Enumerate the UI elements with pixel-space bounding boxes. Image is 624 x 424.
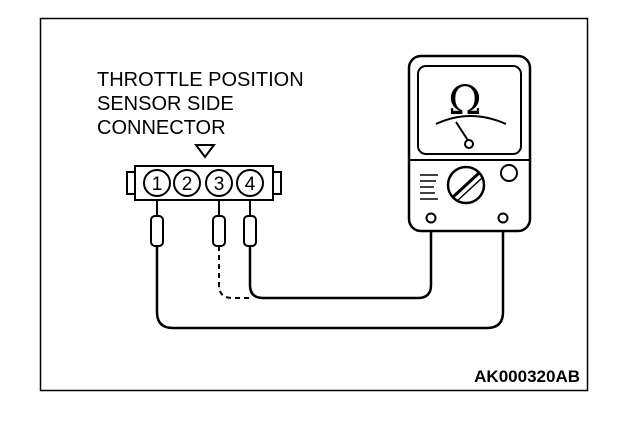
connector-pointer-icon bbox=[194, 144, 216, 159]
probe-pin-1 bbox=[150, 215, 164, 247]
probe-pin-4 bbox=[243, 215, 257, 247]
range-marks bbox=[420, 174, 438, 200]
ohmmeter: Ω bbox=[407, 54, 532, 233]
pin-3-circle bbox=[205, 169, 233, 197]
lead-pin-1 bbox=[155, 222, 505, 330]
connector bbox=[126, 165, 282, 201]
connector-title-line-1: THROTTLE POSITION bbox=[97, 69, 304, 91]
connector-title-line-2: SENSOR SIDE bbox=[97, 93, 234, 115]
lead-pin-4 bbox=[248, 222, 433, 300]
meter-display bbox=[417, 65, 522, 155]
pin-3-label: 3 bbox=[214, 174, 225, 195]
meter-com-jack[interactable] bbox=[425, 212, 437, 224]
meter-button[interactable] bbox=[500, 164, 518, 182]
meter-ohm-jack[interactable] bbox=[497, 212, 509, 224]
pin-1-label: 1 bbox=[152, 174, 163, 195]
pin-1-circle bbox=[143, 169, 171, 197]
meter-needle-pivot bbox=[464, 139, 474, 149]
probe-pin-3 bbox=[212, 215, 226, 247]
selector-dial[interactable] bbox=[446, 165, 486, 205]
connector-title-line-3: CONNECTOR bbox=[97, 117, 226, 139]
pin-4-label: 4 bbox=[245, 174, 256, 195]
meter-needle bbox=[455, 121, 470, 143]
lead-pin-3-alternate bbox=[218, 246, 250, 299]
pin-4-circle bbox=[236, 169, 264, 197]
pin-2-circle bbox=[173, 169, 201, 197]
pin-2-label: 2 bbox=[182, 174, 193, 195]
figure-code: AK000320AB bbox=[474, 367, 580, 386]
meter-scale-arc bbox=[435, 115, 507, 125]
probes bbox=[150, 200, 257, 247]
figure-frame bbox=[39, 17, 589, 392]
